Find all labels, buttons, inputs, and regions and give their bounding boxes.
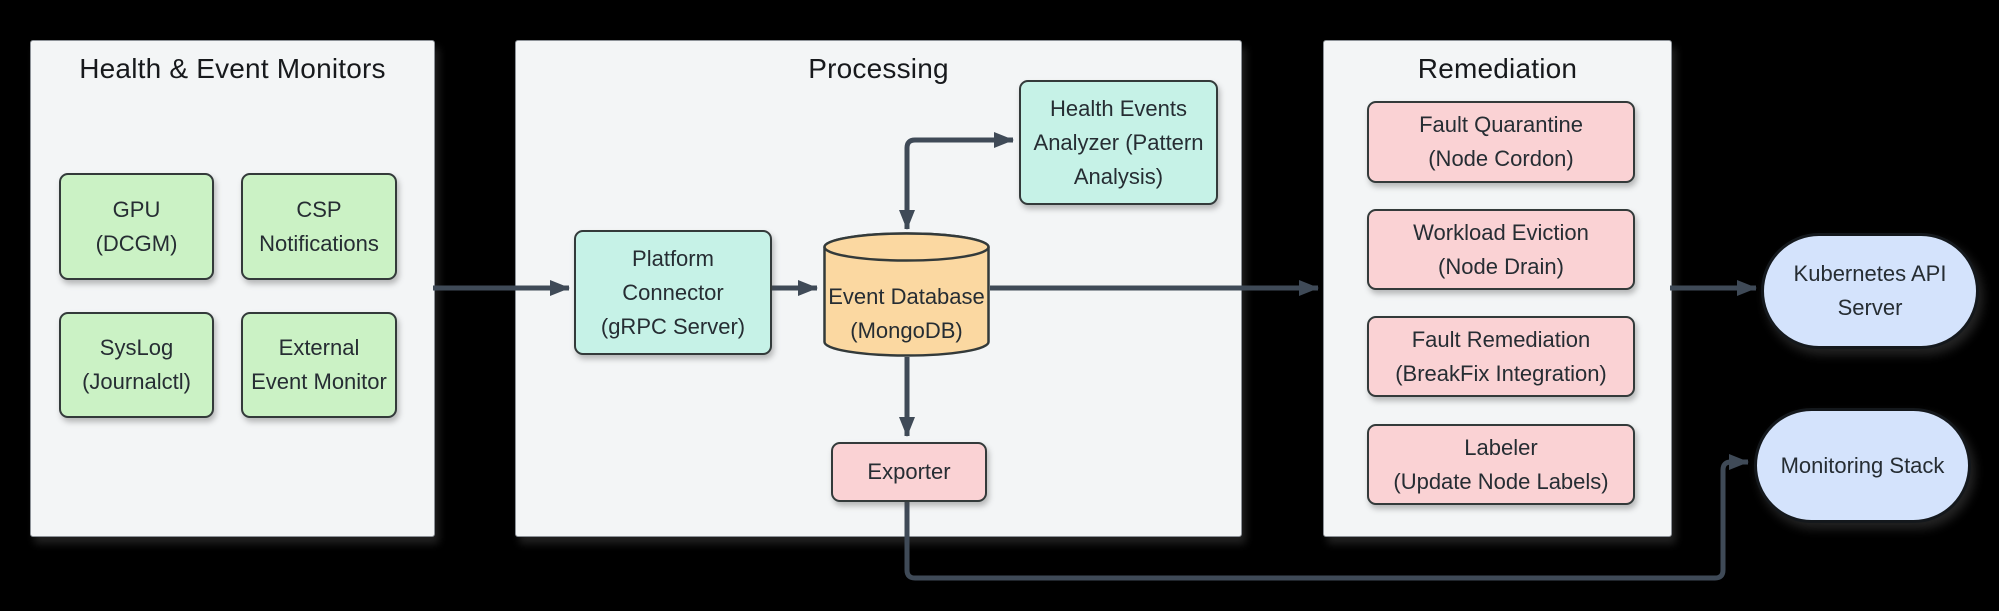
node-k8s-line1: Kubernetes API [1793,261,1947,286]
node-monitoring-stack-label: Monitoring Stack [1780,452,1945,478]
database-cylinder-icon [823,232,990,357]
node-labeler-line2: (Update Node Labels) [1393,468,1609,494]
node-database-line2: (MongoDB) [850,318,963,343]
node-fr-line1: Fault Remediation [1411,326,1591,352]
node-event-database: Event Database (MongoDB) [822,231,991,358]
node-we-line1: Workload Eviction [1413,219,1589,245]
node-platform-connector: Platform Connector (gRPC Server) [574,230,772,355]
node-fq-line1: Fault Quarantine [1419,112,1583,137]
node-exporter: Exporter [831,442,987,502]
node-fr-line2: (BreakFix Integration) [1395,360,1607,386]
node-analyzer-line2: Analyzer (Pattern [1033,129,1204,155]
node-k8s-line2: Server [1837,295,1903,320]
node-external-line2: Event Monitor [251,369,387,394]
node-analyzer-line1: Health Events [1050,95,1187,121]
node-csp-notifications: CSP Notifications [241,173,397,280]
node-labeler-line1: Labeler [1464,434,1538,460]
node-exporter-label: Exporter [867,459,951,484]
node-we-line2: (Node Drain) [1438,253,1564,279]
node-fault-remediation: Fault Remediation (BreakFix Integration) [1367,316,1635,397]
node-syslog-line2: (Journalctl) [82,369,191,394]
node-csp-line1: CSP [296,196,342,222]
node-database-line1: Event Database [828,284,985,309]
node-syslog-journalctl: SysLog (Journalctl) [59,312,214,418]
panel-title-monitors: Health & Event Monitors [79,53,386,84]
node-gpu-line2: (DCGM) [95,230,178,256]
node-gpu-line1: GPU [112,196,161,222]
node-platform-line2: Connector [622,279,724,305]
node-external-line1: External [278,335,360,360]
node-kubernetes-api-server: Kubernetes API Server [1761,233,1979,349]
node-health-events-analyzer: Health Events Analyzer (Pattern Analysis… [1019,80,1218,205]
panel-title-remediation: Remediation [1417,53,1578,84]
event-database-label: Event Database (MongoDB) [822,231,991,358]
node-gpu-dcgm: GPU (DCGM) [59,173,214,280]
node-platform-line3: (gRPC Server) [600,313,746,339]
panel-title-processing: Processing [808,53,949,84]
node-monitoring-stack: Monitoring Stack [1754,408,1971,523]
node-fq-line2: (Node Cordon) [1428,146,1574,171]
node-labeler: Labeler (Update Node Labels) [1367,424,1635,505]
edge-exporter-to-monitoring-stack [904,454,1749,581]
node-platform-line1: Platform [632,245,714,271]
node-fault-quarantine: Fault Quarantine (Node Cordon) [1367,101,1635,183]
node-csp-line2: Notifications [259,230,379,256]
node-analyzer-line3: Analysis) [1073,163,1164,189]
node-external-event-monitor: External Event Monitor [241,312,397,418]
edge-event-database-health-events-analyzer [899,132,1014,230]
panel-health-event-monitors: Health & Event Monitors GPU (DCGM) CSP N… [30,40,435,537]
node-workload-eviction: Workload Eviction (Node Drain) [1367,209,1635,290]
node-syslog-line1: SysLog [99,335,174,360]
panel-remediation: Remediation Fault Quarantine (Node Cordo… [1323,40,1672,537]
